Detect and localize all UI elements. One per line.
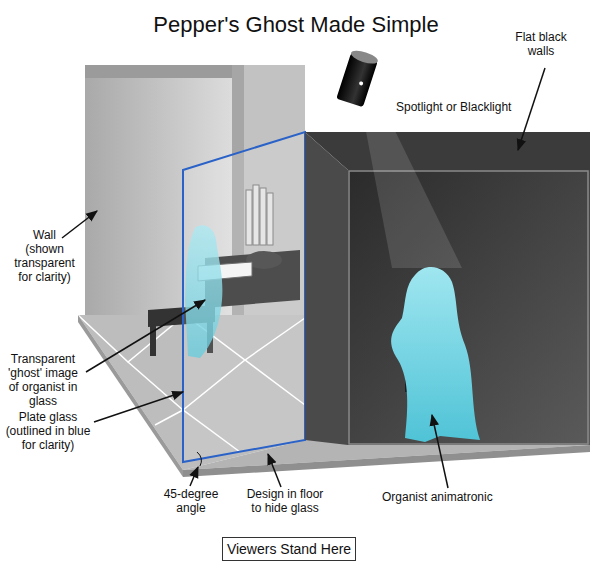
callout-label: Spotlight or Blacklight [396,100,536,114]
floor-edge [78,315,183,477]
light-beam [360,96,462,268]
diagram-title: Pepper's Ghost Made Simple [0,12,592,38]
callout-label: Organist animatronic [382,490,512,504]
plate-glass [183,132,305,462]
leader-line [432,415,448,488]
spotlight-top [350,48,380,66]
leader-line [268,454,281,487]
callout-label: 45-degree angle [160,487,222,515]
leader-line [94,392,183,422]
callout-label: Design in floor to hide glass [243,487,327,515]
location-box: Viewers Stand Here [222,537,356,561]
leader-line [62,211,97,238]
angle-arc [197,452,201,466]
wall-top [85,65,232,78]
spotlight-dot [359,81,364,86]
leader-line [86,300,205,372]
room-top [305,132,590,170]
callout-label: Plate glass (outlined in blue for clarit… [2,410,94,452]
leader-line [190,467,198,486]
callout-label: Transparent 'ghost' image of organist in… [6,352,80,408]
box-text: Viewers Stand Here [227,541,351,557]
organist-animatronic [391,267,480,442]
callout-label: Flat black walls [508,30,574,58]
room-left-wall [305,132,348,445]
spotlight [336,48,379,107]
callout-label: Wall (shown transparent for clarity) [13,228,76,284]
leader-line [518,68,545,150]
